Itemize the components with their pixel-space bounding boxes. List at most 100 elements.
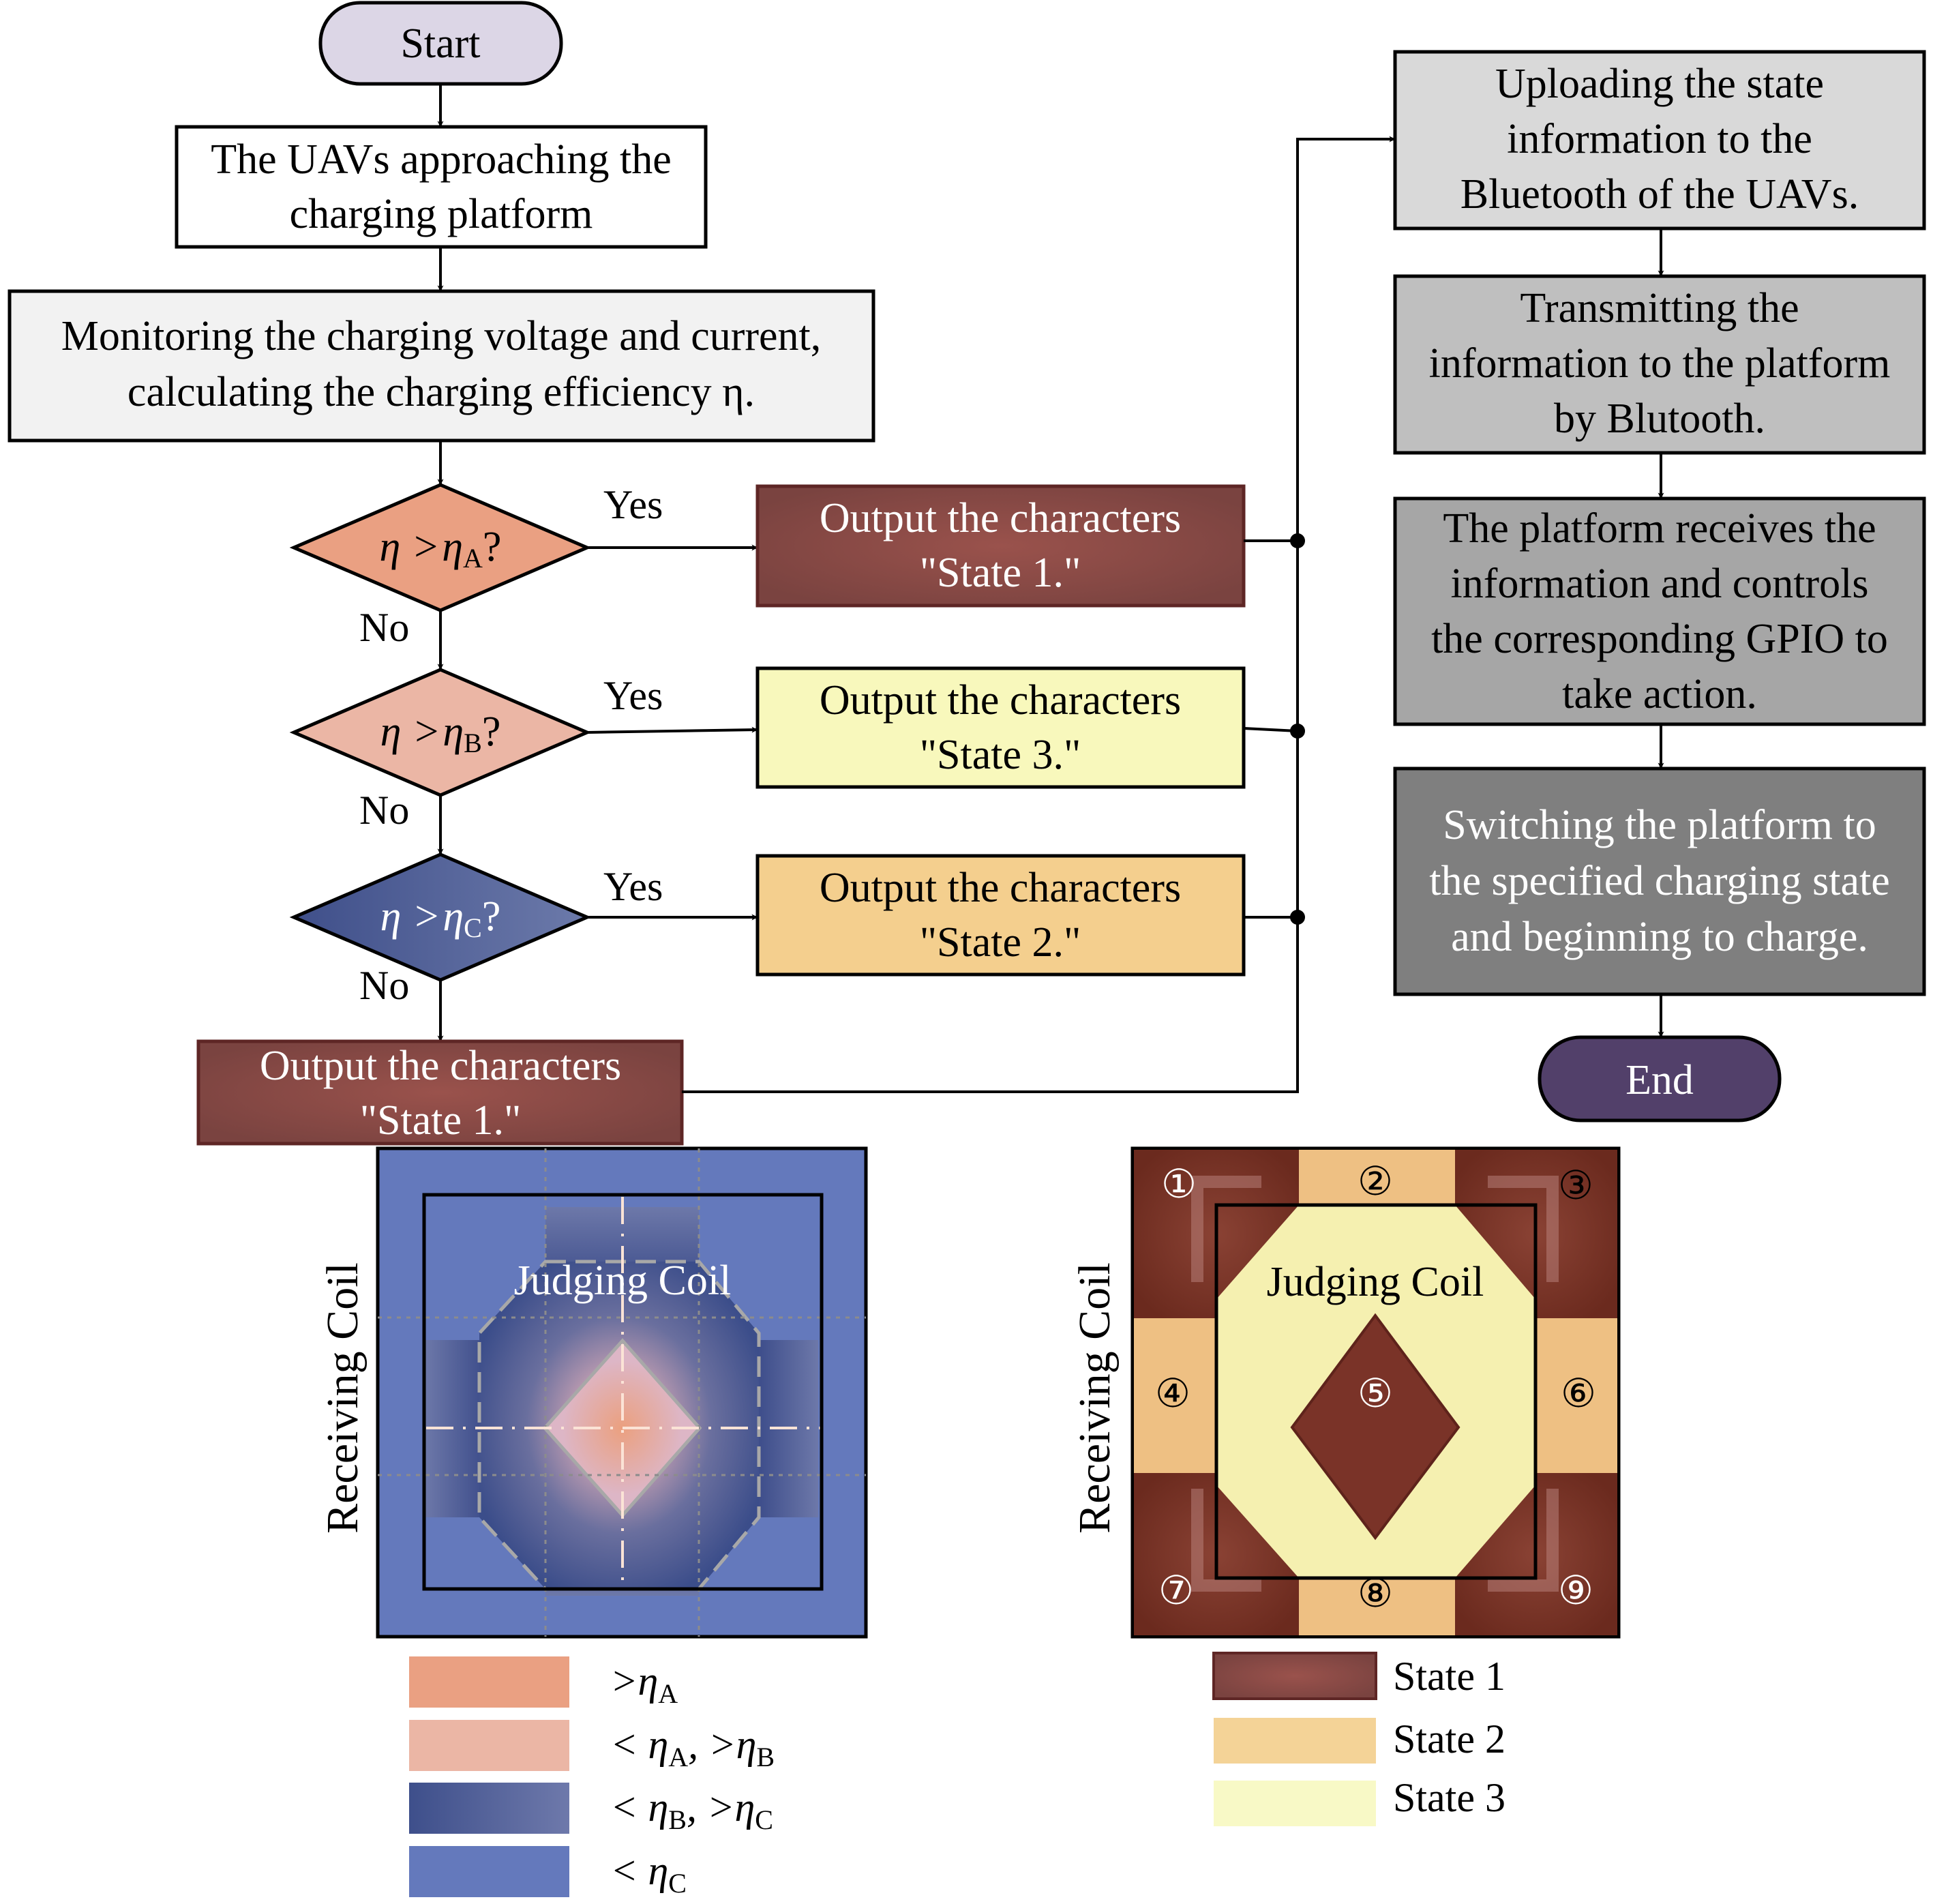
decision-b-lhs: η [380,709,402,755]
decision-a-no-label: No [359,605,409,650]
step-receive-line-1: The platform receives the [1443,505,1876,552]
svg-text:< ηB, >ηC: < ηB, >ηC [610,1785,773,1835]
start-terminal: Start [318,1,563,86]
decision-a-sub: A [463,543,483,574]
decision-b-op: > [415,709,438,755]
decision-a: η>ηA? [289,483,592,612]
junction-dot [1290,533,1305,548]
approach-line-1: The UAVs approaching the [211,136,672,183]
position-8-label: ⑧ [1358,1571,1393,1616]
left-receiving-coil-label: Receiving Coil [318,1262,368,1534]
step-switch-line-3: and beginning to charge. [1451,914,1868,960]
step-upload-line-2: information to the [1507,116,1812,162]
step-receive: The platform receives the information an… [1393,496,1926,726]
monitor-line-1: Monitoring the charging voltage and curr… [61,313,822,359]
decision-c-no-label: No [359,963,409,1008]
arrow-decision-b-yes [586,726,758,734]
step-transmit-line-1: Transmitting the [1520,285,1799,331]
legend-label: < η [610,1785,668,1830]
right-receiving-coil-label: Receiving Coil [1070,1262,1120,1534]
output-state2-line1: Output the characters [820,865,1181,911]
legend-swatch [1214,1781,1376,1826]
legend-item-b-c: < ηB, >ηC [409,1783,773,1835]
decision-c-lhs: η [380,893,402,940]
legend-swatch [1214,1718,1376,1764]
legend-sub: C [668,1868,687,1899]
step-transmit-line-3: by Blutooth. [1554,396,1765,442]
approach-line-2: charging platform [290,191,593,237]
start-label: Start [400,20,480,67]
decision-a-yes-label: Yes [603,482,663,527]
decision-c-yes-label: Yes [603,864,663,909]
decision-b-no-label: No [359,788,409,833]
legend-label: < η [610,1722,668,1767]
output-state3-line1: Output the characters [820,677,1181,724]
decision-c-q: ? [482,893,501,940]
decision-b-q: ? [482,709,501,755]
legend-label: < η [610,1848,668,1893]
output-state2-line2: "State 2." [920,919,1081,966]
decision-c: η>ηC? [289,852,592,982]
legend-sub: A [658,1678,678,1709]
judging-coil-outline [1214,1203,1538,1580]
step-receive-line-3: the corresponding GPIO to [1431,616,1888,662]
coil-traces [1191,1176,1559,1592]
legend-swatch [409,1846,569,1897]
decision-b-rhs: η [443,709,464,755]
legend-sub2: C [755,1804,773,1835]
decision-b: η>ηB? [289,668,592,797]
legend-sub2: B [756,1742,775,1772]
legend-sub: A [668,1742,688,1772]
decision-a-op: > [414,524,438,570]
legend-item-state3: State 3 [1214,1775,1505,1826]
svg-text:< ηC: < ηC [610,1848,687,1899]
monitor-box: Monitoring the charging voltage and curr… [8,289,875,443]
left-coil-diagram: Judging Coil Receiving Coil [318,1146,868,1639]
decision-b-yes-label: Yes [603,673,663,718]
legend-label: State 2 [1393,1716,1505,1761]
decision-b-sub: B [464,728,482,758]
svg-text:η>ηA?: η>ηA? [380,524,502,574]
center-axes [426,1197,822,1589]
position-7-label: ⑦ [1158,1568,1194,1613]
right-coil-diagram: Judging Coil Receiving Coil ① ② ③ ④ ⑤ ⑥ … [1070,1146,1621,1639]
legend-swatch [409,1656,569,1708]
step-transmit-line-2: information to the platform [1429,340,1891,387]
output-state1-b: Output the characters "State 1." [196,1039,684,1146]
svg-text:>ηA: >ηA [610,1658,678,1709]
junction-dot [1290,724,1305,739]
end-terminal: End [1538,1035,1782,1122]
step-switch: Switching the platform to the specified … [1393,767,1926,996]
connector-bus [682,136,1396,1093]
output-state2: Output the characters "State 2." [755,854,1246,977]
step-upload-line-1: Uploading the state [1495,61,1824,107]
output-state3: Output the characters "State 3." [755,666,1246,789]
legend-sub: B [668,1804,687,1835]
decision-c-sub: C [464,912,482,943]
svg-text:< ηA, >ηB: < ηA, >ηB [610,1722,775,1772]
position-5-label: ⑤ [1358,1371,1393,1416]
legend-tail: , >η [687,1785,755,1830]
step-upload: Uploading the state information to the B… [1393,50,1926,230]
judging-coil-outline [422,1193,824,1591]
right-legend: State 1 State 2 State 3 [1212,1652,1505,1826]
output-state1-a-line1: Output the characters [820,495,1181,541]
step-switch-line-1: Switching the platform to [1443,802,1876,848]
step-upload-line-3: Bluetooth of the UAVs. [1460,171,1859,218]
position-3-label: ③ [1558,1163,1593,1208]
svg-text:η>ηC?: η>ηC? [380,893,501,943]
decision-a-q: ? [483,524,502,570]
output-state1-b-line2: "State 1." [360,1097,522,1144]
legend-item-state2: State 2 [1214,1716,1505,1764]
step-receive-line-2: information and controls [1451,561,1869,607]
end-label: End [1625,1057,1694,1103]
legend-item-below-c: < ηC [409,1846,687,1899]
step-transmit: Transmitting the information to the plat… [1393,274,1926,455]
position-4-label: ④ [1155,1371,1190,1416]
legend-label: State 1 [1393,1654,1505,1699]
legend-swatch [409,1783,569,1834]
svg-text:η>ηB?: η>ηB? [380,709,501,758]
legend-label: State 3 [1393,1775,1505,1820]
approach-box: The UAVs approaching the charging platfo… [175,125,708,249]
legend-item-state1: State 1 [1212,1652,1505,1700]
